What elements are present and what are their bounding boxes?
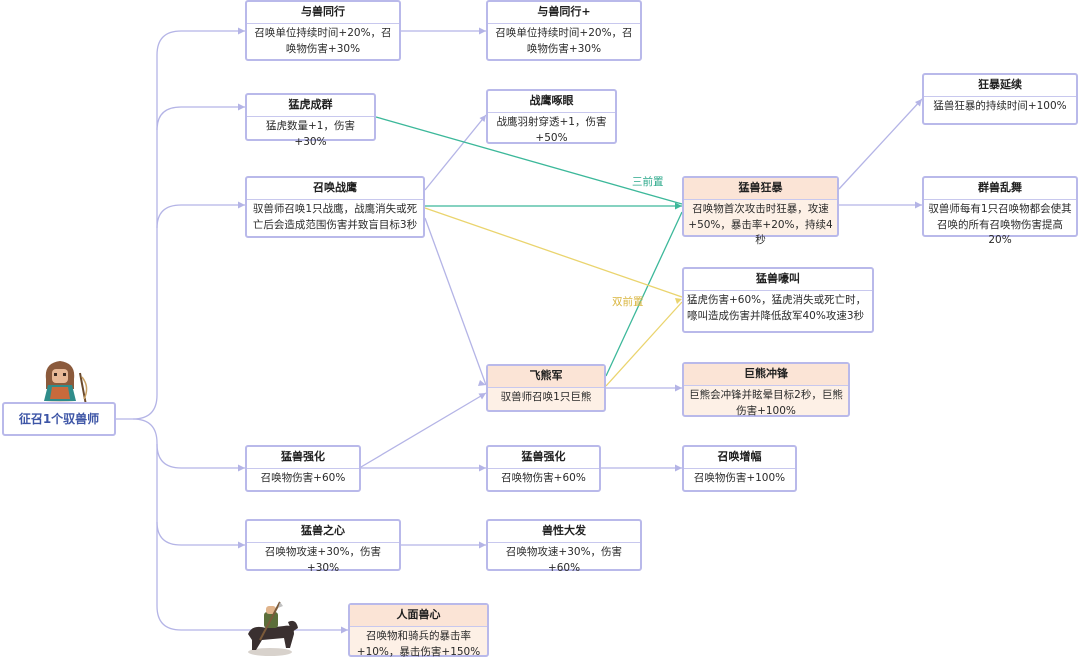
beast-rider-avatar <box>248 601 298 656</box>
node-title: 与兽同行+ <box>488 2 640 24</box>
node-title: 召唤战鹰 <box>247 178 423 200</box>
root-node[interactable]: 征召1个驭兽师 <box>2 402 116 436</box>
node-desc: 召唤物首次攻击时狂暴，攻速+50%，暴击率+20%，持续4秒 <box>688 203 833 246</box>
arrow-n3 <box>238 103 245 111</box>
node-desc: 驭兽师召唤1只巨熊 <box>500 391 592 403</box>
arrow-n16 <box>479 541 486 549</box>
node-title: 猛兽强化 <box>247 447 359 469</box>
edge-n5-n4 <box>424 114 487 191</box>
node-title: 兽性大发 <box>488 521 640 543</box>
node-n17[interactable]: 人面兽心 召唤物和骑兵的暴击率+10%，暴击伤害+150% <box>348 603 489 658</box>
arrow-n1-n2 <box>479 27 486 35</box>
edge-n6-n7 <box>838 98 923 190</box>
node-n5[interactable]: 召唤战鹰 驭兽师召唤1只战鹰，战鹰消失或死亡后会造成范围伤害并致盲目标3秒 <box>245 176 425 238</box>
arrow-n12 <box>238 464 245 472</box>
node-n1[interactable]: 与兽同行 召唤单位持续时间+20%，召唤物伤害+30% <box>245 0 401 61</box>
edge-teal-n10-n6 <box>605 211 683 377</box>
node-n16[interactable]: 兽性大发 召唤物攻速+30%，伤害+60% <box>486 519 642 574</box>
node-desc: 战鹰羽射穿透+1，伤害+50% <box>496 116 607 144</box>
arrow-n13 <box>479 464 486 472</box>
edge-root-trunk <box>116 30 245 420</box>
node-title: 猛虎成群 <box>247 95 374 117</box>
node-desc: 召唤单位持续时间+20%，召唤物伤害+30% <box>495 27 633 55</box>
node-n9[interactable]: 猛兽嚎叫 猛虎伤害+60%，猛虎消失或死亡时，嚎叫造成伤害并降低敌军40%攻速3… <box>682 267 874 333</box>
arrow-n10 <box>478 380 486 386</box>
node-desc: 召唤物伤害+100% <box>693 472 786 484</box>
arrow-n14 <box>675 464 682 472</box>
node-n8[interactable]: 群兽乱舞 驭兽师每有1只召唤物都会使其召唤的所有召唤物伤害提高20% <box>922 176 1078 246</box>
arrow-n10b <box>478 393 486 400</box>
edge-n5-n10 <box>424 217 487 386</box>
arrow-n17 <box>341 626 348 634</box>
node-title: 猛兽之心 <box>247 521 399 543</box>
node-n15[interactable]: 猛兽之心 召唤物攻速+30%，伤害+30% <box>245 519 401 574</box>
node-desc: 驭兽师召唤1只战鹰，战鹰消失或死亡后会造成范围伤害并致盲目标3秒 <box>252 203 418 231</box>
arrow-n8 <box>915 201 922 209</box>
node-n13[interactable]: 猛兽强化 召唤物伤害+60% <box>486 445 601 492</box>
node-n2[interactable]: 与兽同行+ 召唤单位持续时间+20%，召唤物伤害+30% <box>486 0 642 61</box>
edge-trunk-n15 <box>156 521 245 546</box>
node-title: 巨熊冲锋 <box>684 364 848 386</box>
node-desc: 召唤物和骑兵的暴击率+10%，暴击伤害+150% <box>356 630 481 658</box>
node-desc: 召唤物伤害+60% <box>501 472 586 484</box>
node-desc: 猛虎伤害+60%，猛虎消失或死亡时，嚎叫造成伤害并降低敌军40%攻速3秒 <box>687 294 867 322</box>
node-title: 人面兽心 <box>350 605 487 627</box>
node-n7[interactable]: 狂暴延续 猛兽狂暴的持续时间+100% <box>922 73 1078 125</box>
node-desc: 召唤物攻速+30%，伤害+30% <box>264 546 382 574</box>
arrow-n5 <box>238 201 245 209</box>
node-desc: 猛虎数量+1，伤害+30% <box>266 120 355 148</box>
arrow-yellow-n9 <box>675 298 682 304</box>
node-title: 战鹰啄眼 <box>488 91 615 113</box>
node-n12[interactable]: 猛兽强化 召唤物伤害+60% <box>245 445 361 492</box>
node-title: 与兽同行 <box>247 2 399 24</box>
node-title: 群兽乱舞 <box>924 178 1076 200</box>
node-desc: 猛兽狂暴的持续时间+100% <box>933 100 1067 112</box>
edge-trunk-n12 <box>156 443 245 469</box>
node-n10[interactable]: 飞熊军 驭兽师召唤1只巨熊 <box>486 364 606 412</box>
edge-trunk-n5 <box>156 204 245 229</box>
edge-yellow-n10-n9 <box>605 301 683 387</box>
node-n14[interactable]: 召唤增幅 召唤物伤害+100% <box>682 445 797 492</box>
node-title: 召唤增幅 <box>684 447 795 469</box>
edge-teal-n3-n6 <box>375 116 683 205</box>
arrow-teal-n6 <box>675 202 682 210</box>
arrow-n1 <box>238 27 245 35</box>
node-desc: 召唤物伤害+60% <box>260 472 346 484</box>
edge-label-three-prereq: 三前置 <box>632 176 664 188</box>
edge-n12-n10 <box>360 392 487 468</box>
node-n6[interactable]: 猛兽狂暴 召唤物首次攻击时狂暴，攻速+50%，暴击率+20%，持续4秒 <box>682 176 839 246</box>
node-title: 猛兽狂暴 <box>684 178 837 200</box>
arrow-n4 <box>479 115 486 122</box>
node-desc: 驭兽师每有1只召唤物都会使其召唤的所有召唤物伤害提高20% <box>928 203 1072 246</box>
edge-trunk-n3 <box>156 106 245 131</box>
node-title: 狂暴延续 <box>924 75 1076 97</box>
node-desc: 巨熊会冲锋并眩晕目标2秒，巨熊伤害+100% <box>689 389 843 417</box>
arrow-n15 <box>238 541 245 549</box>
arrow-n7 <box>915 99 922 107</box>
node-n11[interactable]: 巨熊冲锋 巨熊会冲锋并眩晕目标2秒，巨熊伤害+100% <box>682 362 850 417</box>
node-title: 猛兽嚎叫 <box>684 269 872 291</box>
node-n4[interactable]: 战鹰啄眼 战鹰羽射穿透+1，伤害+50% <box>486 89 617 144</box>
arrow-n11 <box>675 384 682 392</box>
node-title: 猛兽强化 <box>488 447 599 469</box>
node-desc: 召唤物攻速+30%，伤害+60% <box>505 546 623 574</box>
node-n3[interactable]: 猛虎成群 猛虎数量+1，伤害+30% <box>245 93 376 148</box>
edge-label-two-prereq: 双前置 <box>612 296 644 308</box>
edge-yellow-n5-n9 <box>424 207 683 298</box>
edge-root-trunk-down <box>132 418 348 631</box>
node-desc: 召唤单位持续时间+20%，召唤物伤害+30% <box>254 27 392 55</box>
node-title: 飞熊军 <box>488 366 604 388</box>
